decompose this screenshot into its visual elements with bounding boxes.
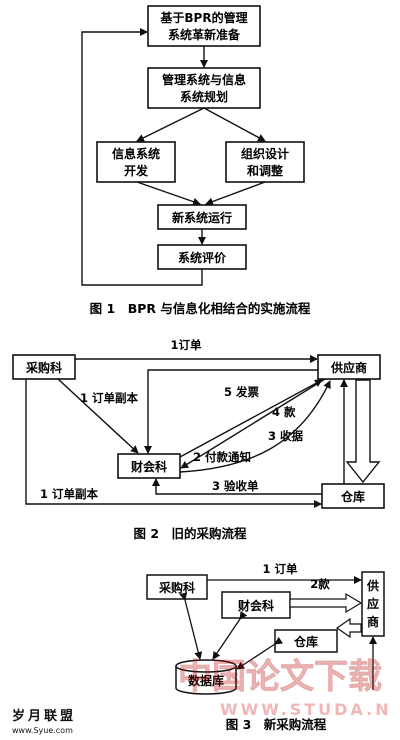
site-logo: 岁月联盟 www.Syue.com bbox=[12, 708, 76, 735]
arrow-order-copy-to-warehouse bbox=[25, 379, 322, 508]
label-payment-notice: 2 付款通知 bbox=[193, 450, 251, 464]
arrow-plan-to-org bbox=[203, 107, 266, 142]
label-invoice: 5 发票 bbox=[224, 385, 260, 399]
box-new-supplier-line1: 供 bbox=[366, 578, 379, 593]
arrow-supplier-to-warehouse bbox=[335, 617, 362, 639]
box-purchase-dept bbox=[12, 354, 76, 380]
box-finance-dept bbox=[117, 453, 181, 479]
label-receipt: 3 收据 bbox=[268, 429, 304, 443]
box-system-planning-line2: 系统规划 bbox=[180, 89, 228, 104]
box-new-system-run-label: 新系统运行 bbox=[172, 210, 232, 225]
box-system-eval-label: 系统评价 bbox=[178, 250, 227, 265]
label-order: 1订单 bbox=[170, 338, 202, 352]
logo-name: 岁月联盟 bbox=[12, 708, 76, 724]
box-system-eval bbox=[157, 244, 247, 270]
link-finance-database bbox=[212, 610, 248, 660]
label-inspection: 3 验收单 bbox=[212, 479, 259, 493]
logo-url: www.Syue.com bbox=[12, 726, 73, 735]
label-payment: 4 款 bbox=[272, 405, 296, 419]
arrow-org-to-run bbox=[205, 181, 266, 206]
box-org-design bbox=[225, 141, 305, 183]
box-supplier bbox=[317, 354, 381, 380]
link-warehouse-database bbox=[236, 636, 284, 670]
watermark: 中国论文下载 WWW.STUDA.N bbox=[178, 657, 392, 719]
box-supplier-label: 供应商 bbox=[330, 360, 367, 375]
arrow-plan-to-dev bbox=[136, 107, 205, 142]
box-system-planning bbox=[147, 67, 261, 109]
arrow-invoice-to-finance bbox=[144, 369, 318, 454]
box-new-finance-dept-label: 财会科 bbox=[237, 598, 274, 613]
box-new-supplier-line3: 商 bbox=[367, 614, 379, 629]
goods-delivery-arrow bbox=[345, 379, 381, 484]
arrow-payment-to-supplier bbox=[179, 379, 323, 458]
label-order-copy-warehouse: 1 订单副本 bbox=[40, 487, 99, 501]
database-icon bbox=[175, 659, 237, 695]
label-new-order: 1 订单 bbox=[262, 562, 298, 576]
label-order-copy-finance: 1 订单副本 bbox=[80, 391, 139, 405]
watermark-chinese: 中国论文下载 bbox=[178, 657, 382, 697]
box-org-design-line2: 和调整 bbox=[246, 163, 283, 178]
box-system-planning-line1: 管理系统与信息 bbox=[162, 72, 246, 87]
figure-2-caption: 图 2 旧的采购流程 bbox=[133, 526, 247, 541]
box-warehouse bbox=[321, 483, 385, 509]
database-label: 数据库 bbox=[188, 673, 224, 688]
box-finance-dept-label: 财会科 bbox=[130, 459, 167, 474]
arrow-receipt-to-finance bbox=[180, 378, 326, 469]
arrow-order-copy-to-finance bbox=[57, 378, 139, 454]
box-bpr-prep bbox=[147, 5, 261, 47]
figure-3-new-purchase-flow: 采购科 财会科 仓库 供 应 商 数据库 1 订单 2款 图 3 新采购流程 bbox=[146, 562, 385, 732]
arrow-inspection-to-finance bbox=[152, 478, 322, 495]
arrow-dev-to-run bbox=[136, 181, 201, 206]
box-is-development-line1: 信息系统 bbox=[112, 146, 160, 161]
link-purchase-database bbox=[179, 592, 203, 660]
watermark-english: WWW.STUDA.N bbox=[220, 700, 392, 719]
box-is-development bbox=[96, 141, 176, 183]
box-new-warehouse-label: 仓库 bbox=[293, 634, 318, 649]
box-new-supplier-line2: 应 bbox=[367, 596, 379, 611]
figure-3-caption: 图 3 新采购流程 bbox=[226, 717, 327, 732]
figure-2-old-purchase-flow: 采购科 供应商 财会科 仓库 1订单 1 订单副本 5 发票 4 款 3 收据 … bbox=[12, 338, 385, 541]
label-new-payment: 2款 bbox=[310, 577, 330, 591]
arrow-new-payment bbox=[289, 592, 363, 614]
box-bpr-prep-line2: 系统革新准备 bbox=[168, 27, 241, 42]
box-bpr-prep-line1: 基于BPR的管理 bbox=[159, 10, 247, 25]
box-warehouse-label: 仓库 bbox=[340, 489, 365, 504]
figure-1-caption: 图 1 BPR 与信息化相结合的实施流程 bbox=[90, 301, 311, 316]
arrow-feedback-loop bbox=[81, 28, 203, 286]
box-new-purchase-dept-label: 采购科 bbox=[158, 580, 195, 595]
box-is-development-line2: 开发 bbox=[124, 163, 149, 178]
box-org-design-line1: 组织设计 bbox=[241, 146, 289, 161]
box-purchase-dept-label: 采购科 bbox=[25, 360, 62, 375]
arrow-payment-notice bbox=[179, 380, 331, 473]
figure-1-bpr-flow: 基于BPR的管理 系统革新准备 管理系统与信息 系统规划 信息系统 开发 组织设… bbox=[81, 5, 311, 316]
